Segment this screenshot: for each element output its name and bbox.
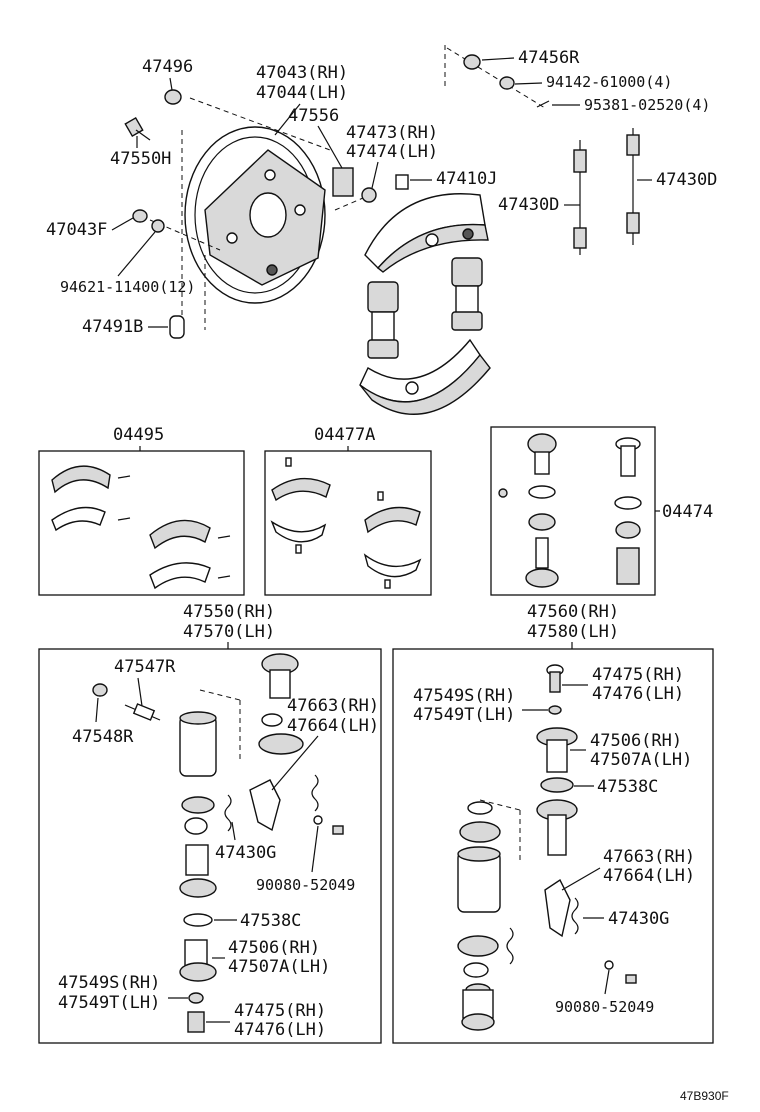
label-47560: 47560(RH) [527, 602, 619, 622]
label-47506-right: 47506(RH) [590, 731, 682, 751]
label-90080-right: 90080-52049 [555, 998, 654, 1016]
part-95381 [536, 100, 550, 108]
label-94621: 94621-11400(12) [60, 278, 195, 296]
label-kit-04495: 04495 [113, 425, 164, 445]
label-95381: 95381-02520(4) [584, 96, 710, 114]
label-47496: 47496 [142, 57, 193, 77]
label-47430d-right: 47430D [656, 170, 717, 190]
kit-04477a-parts [270, 457, 422, 589]
group-47550-box [38, 648, 382, 1044]
label-47410j: 47410J [436, 169, 497, 189]
label-47474: 47474(LH) [346, 142, 438, 162]
label-47664-right: 47664(LH) [603, 866, 695, 886]
label-kit-04474: 04474 [662, 502, 713, 522]
part-47496 [164, 89, 182, 105]
small-parts-top [124, 54, 550, 339]
kit-04495-box [38, 450, 245, 596]
label-47475-left: 47475(RH) [234, 1001, 326, 1021]
label-47550: 47550(RH) [183, 602, 275, 622]
kit-04495-parts [51, 465, 231, 590]
part-47043f [132, 209, 148, 223]
label-47491b: 47491B [82, 317, 143, 337]
part-47456r [463, 54, 481, 70]
label-47044: 47044(LH) [256, 83, 348, 103]
part-94621 [151, 219, 165, 233]
wheel-cylinders [367, 257, 483, 359]
part-47491b [169, 315, 185, 339]
label-47506: 47506(RH) [228, 938, 320, 958]
part-94142 [499, 76, 515, 90]
lower-brake-shoe [359, 338, 491, 415]
label-47043f: 47043F [46, 220, 107, 240]
label-47549t-right: 47549T(LH) [413, 705, 515, 725]
figure-code: 47B930F [680, 1089, 729, 1103]
label-47570: 47570(LH) [183, 622, 275, 642]
group-47560-box [392, 648, 714, 1044]
label-47549s: 47549S(RH) [58, 973, 160, 993]
label-47580: 47580(LH) [527, 622, 619, 642]
label-47550h: 47550H [110, 149, 171, 169]
group-47550-parts [92, 653, 344, 1033]
label-47430g-right: 47430G [608, 909, 669, 929]
part-47410j [395, 174, 409, 190]
group-47560-parts [457, 664, 637, 1031]
label-47507a: 47507A(LH) [228, 957, 330, 977]
label-94142: 94142-61000(4) [546, 73, 672, 91]
label-47549s-right: 47549S(RH) [413, 686, 515, 706]
label-47663: 47663(RH) [287, 696, 379, 716]
label-47549t: 47549T(LH) [58, 993, 160, 1013]
label-47475-right: 47475(RH) [592, 665, 684, 685]
label-47430g: 47430G [215, 843, 276, 863]
label-47548r: 47548R [72, 727, 134, 747]
label-47538c: 47538C [240, 911, 301, 931]
part-47556 [332, 167, 354, 197]
label-47456r: 47456R [518, 48, 580, 68]
upper-brake-shoe [364, 193, 489, 273]
label-47476-right: 47476(LH) [592, 684, 684, 704]
backing-plate-assembly [149, 45, 546, 330]
kit-04474-parts [498, 433, 642, 588]
label-kit-04477a: 04477A [314, 425, 375, 445]
label-47547r: 47547R [114, 657, 176, 677]
label-47664: 47664(LH) [287, 716, 379, 736]
label-47538c-right: 47538C [597, 777, 658, 797]
label-47663-right: 47663(RH) [603, 847, 695, 867]
label-47043: 47043(RH) [256, 63, 348, 83]
label-47473: 47473(RH) [346, 123, 438, 143]
part-47473 [361, 187, 377, 203]
label-47476-left: 47476(LH) [234, 1020, 326, 1040]
label-47556: 47556 [288, 106, 339, 126]
label-47430d-left: 47430D [498, 195, 559, 215]
label-47507a-right: 47507A(LH) [590, 750, 692, 770]
kit-04477a-box [264, 450, 432, 596]
label-90080: 90080-52049 [256, 876, 355, 894]
springs-47430d [573, 128, 640, 255]
